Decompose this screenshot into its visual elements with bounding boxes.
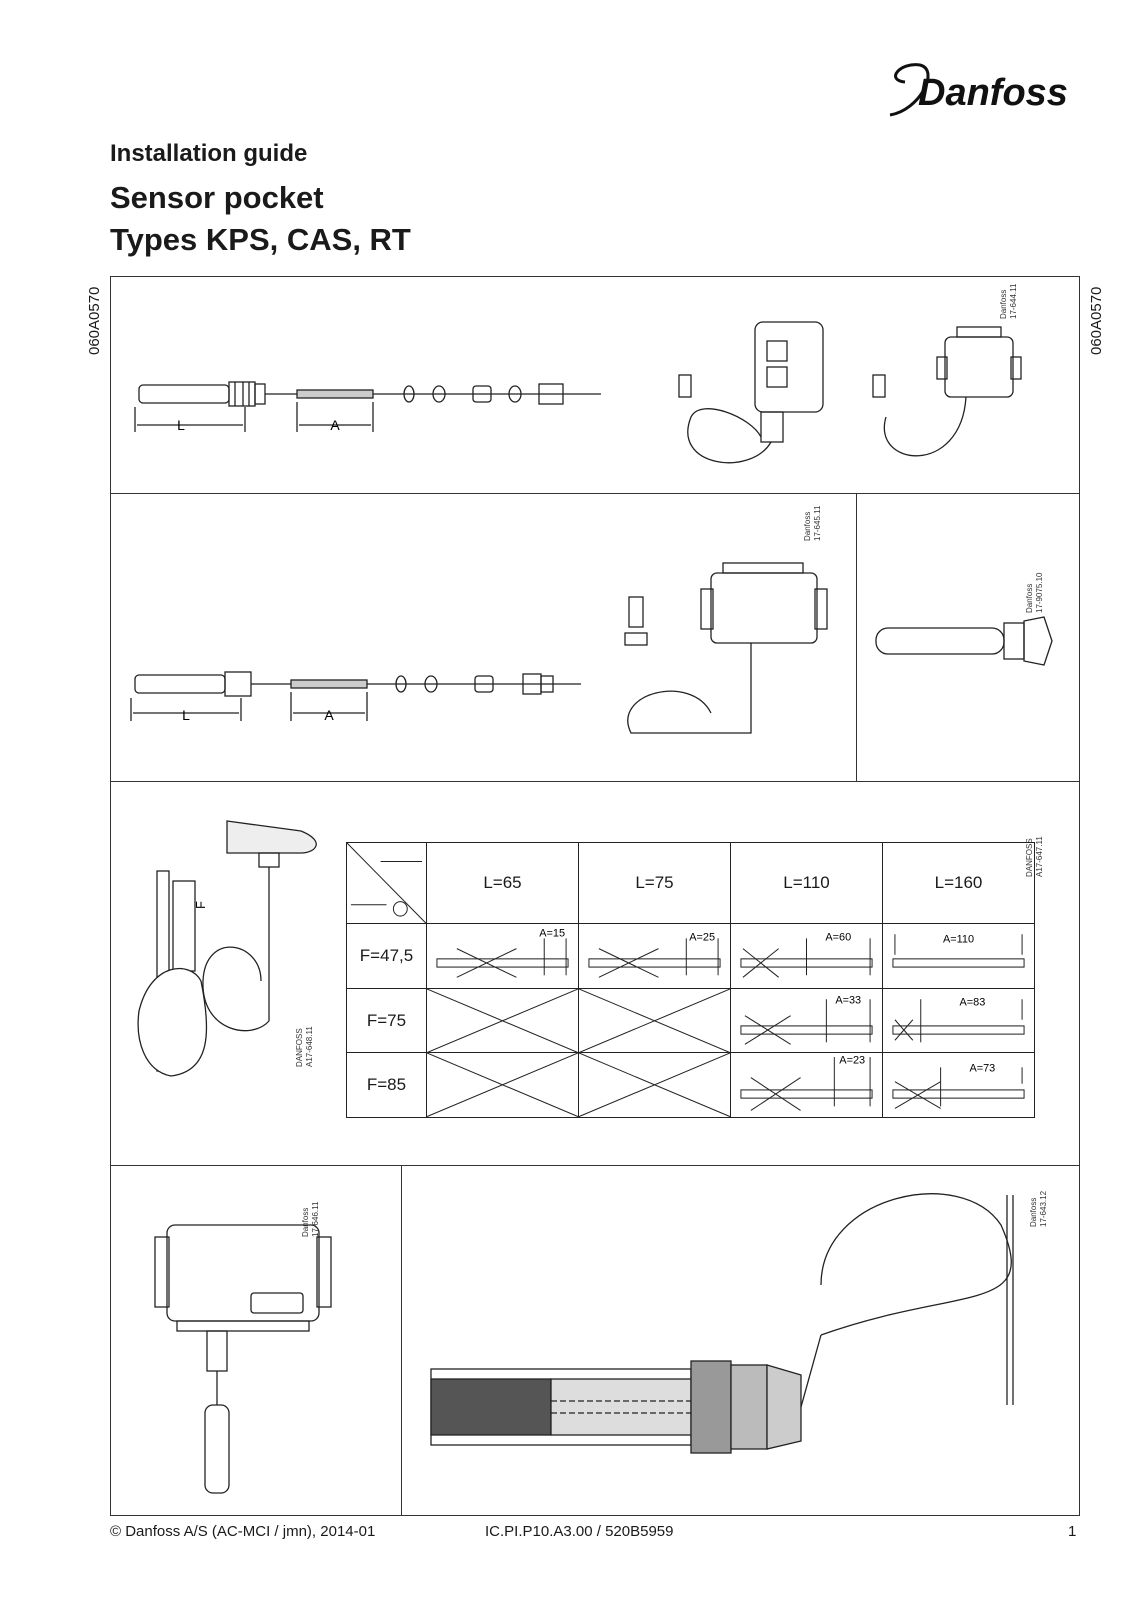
table-cell: A=83 [882, 987, 1035, 1054]
panel-mounting-hand: F [137, 820, 317, 1077]
panel-kps-exploded: L A [134, 321, 1022, 464]
figure-frame: L A Danfoss 17-644.11 L A Danfoss 17-645… [110, 276, 1080, 1516]
figure-ref: Danfoss 17-646.11 [301, 1201, 320, 1237]
table-header-cell: L=75 [578, 841, 731, 925]
not-applicable-cross [427, 988, 578, 1053]
title-line1: Sensor pocket [110, 180, 324, 215]
table-cell: A=15 [426, 923, 579, 989]
cell-value: A=33 [835, 994, 861, 1006]
cell-diagram: A=25 [588, 932, 721, 979]
doc-type: Installation guide [110, 140, 308, 167]
not-applicable-cross [427, 1053, 578, 1117]
dim-label-F: F [193, 901, 208, 909]
panel-sensor-pocket [875, 616, 1053, 666]
table-header-cell: L=110 [730, 841, 883, 925]
dim-label-A: A [324, 707, 334, 723]
divider [401, 1165, 402, 1515]
table-cell [578, 987, 731, 1054]
table-cell: A=23 [730, 1052, 883, 1118]
cell-value: A=83 [960, 996, 986, 1008]
divider [111, 781, 1079, 782]
cell-value: A=25 [689, 932, 715, 944]
title-line2: Types KPS, CAS, RT [110, 222, 411, 257]
cell-diagram: A=73 [892, 1063, 1025, 1110]
not-applicable-cross [579, 988, 730, 1053]
table-row-label: F=47,5 [346, 923, 427, 989]
figure-ref: Danfoss 17-643.12 [1029, 1190, 1048, 1227]
logo-text: Danfoss [918, 72, 1068, 114]
cell-value: A=60 [825, 932, 851, 944]
footer-copyright: © Danfoss A/S (AC-MCI / jmn), 2014-01 [110, 1523, 376, 1540]
table-cell [426, 987, 579, 1054]
divider [111, 493, 1079, 494]
cell-diagram: A=83 [892, 996, 1025, 1043]
table-header-cell: L=160 [882, 841, 1035, 925]
table-cell [426, 1052, 579, 1118]
figure-ref: Danfoss 17-645.11 [803, 505, 822, 541]
figure-ref: Danfoss 17-9075.10 [1025, 572, 1044, 613]
footer-page-number: 1 [1068, 1523, 1077, 1540]
cell-value: A=110 [943, 934, 974, 946]
table-header-cell: L=65 [426, 841, 579, 925]
cell-diagram: A=110 [892, 934, 1025, 968]
side-code-right: 060A0570 [1088, 286, 1105, 355]
cell-diagram: A=33 [740, 994, 873, 1045]
panel-cas-exploded: L A [130, 562, 828, 734]
dim-label-A: A [330, 417, 340, 433]
cell-diagram: A=60 [740, 932, 873, 978]
panel-sensor-section [430, 1193, 1014, 1454]
footer-doc-code: IC.PI.P10.A3.00 / 520B5959 [485, 1523, 674, 1540]
table-row-label: F=75 [346, 987, 427, 1054]
dim-label-L: L [177, 417, 185, 433]
cell-diagram: A=15 [436, 927, 569, 979]
cell-value: A=15 [539, 927, 565, 939]
cell-diagram: A=23 [740, 1055, 873, 1112]
corner-diagram [347, 843, 426, 924]
table-cell [578, 1052, 731, 1118]
table-cell: A=25 [578, 923, 731, 989]
not-applicable-cross [579, 1053, 730, 1117]
table-cell: A=33 [730, 987, 883, 1054]
dim-label-L: L [182, 707, 190, 723]
table-cell: A=73 [882, 1052, 1035, 1118]
cell-value: A=23 [839, 1055, 865, 1067]
length-table: L=65 L=75 L=110 L=160 F=47,5 A=15 [346, 841, 1035, 1118]
divider [856, 493, 857, 781]
panel-rt-unit [154, 1224, 332, 1494]
figure-ref: Danfoss 17-644.11 [999, 283, 1018, 319]
divider [111, 1165, 1079, 1166]
side-code-left: 060A0570 [86, 286, 103, 355]
cell-value: A=73 [969, 1063, 995, 1075]
figure-ref: DANFOSS A17-648.11 [295, 1026, 314, 1067]
danfoss-logo: Danfoss [889, 63, 1068, 117]
table-row-label: F=85 [346, 1052, 427, 1118]
table-corner-cell [346, 841, 427, 925]
table-cell: A=60 [730, 923, 883, 989]
table-cell: A=110 [882, 923, 1035, 989]
